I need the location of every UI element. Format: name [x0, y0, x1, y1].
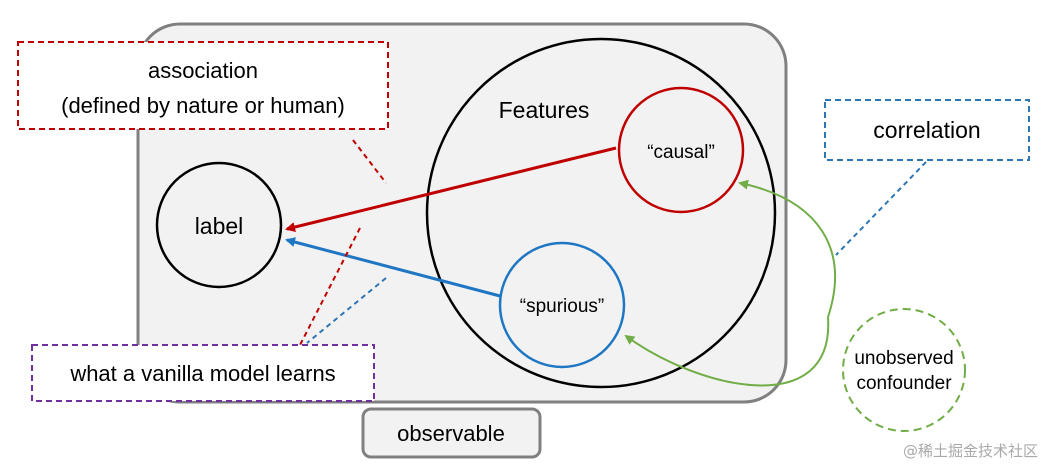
- association-pointer-2: [299, 227, 361, 346]
- spurious-label: “spurious”: [520, 296, 604, 317]
- observable-label: observable: [397, 421, 505, 446]
- correlation-pointer: [835, 161, 927, 256]
- confounder-to-causal-arrow: [738, 179, 836, 318]
- association-pointer-1: [352, 139, 387, 184]
- vanilla-model-pointer: [306, 277, 387, 344]
- correlation-box: [824, 99, 1030, 161]
- features-circle: [425, 37, 777, 389]
- spurious-arrow: [285, 237, 501, 298]
- confounder-label-line2: confounder: [856, 373, 952, 394]
- watermark-text: @稀土掘金技术社区: [903, 442, 1038, 460]
- causal-label: “causal”: [647, 142, 715, 163]
- confounder-label-line1: unobserved: [854, 348, 953, 369]
- spurious-circle: [498, 241, 626, 369]
- association-box: [17, 41, 389, 130]
- observable-tag: [361, 407, 542, 459]
- correlation-label: correlation: [873, 117, 980, 143]
- label-text: label: [195, 213, 244, 239]
- features-label: Features: [499, 97, 590, 123]
- confounder-circle: [842, 308, 966, 432]
- association-label-line1: association: [148, 58, 258, 83]
- vanilla-model-label: what a vanilla model learns: [69, 361, 335, 386]
- label-circle: [155, 161, 283, 289]
- association-label-line2: (defined by nature or human): [61, 93, 345, 118]
- confounder-to-spurious-arrow: [624, 316, 830, 387]
- causal-circle: [617, 86, 745, 214]
- causal-arrow: [285, 146, 617, 232]
- vanilla-model-box: [31, 344, 375, 402]
